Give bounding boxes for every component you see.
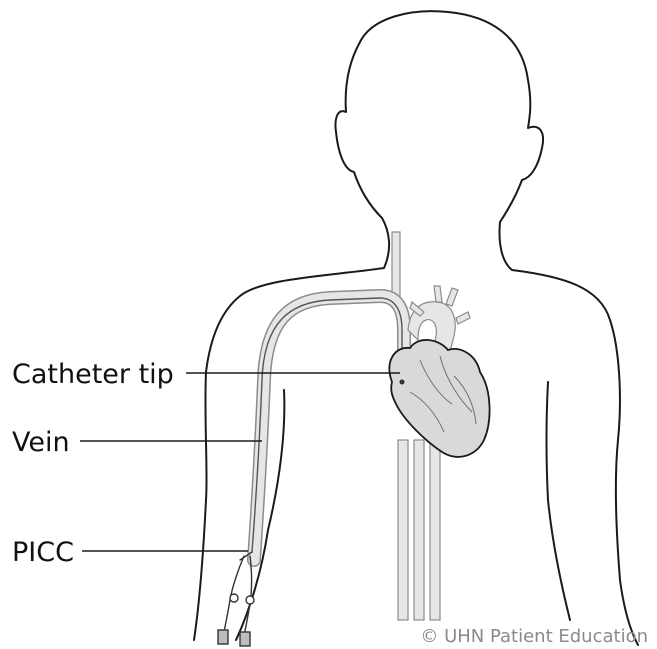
vein-label: Vein [12,427,70,458]
catheter-tip-marker [400,380,405,385]
jugular-vein [392,232,400,300]
heart-illustration [389,340,489,457]
catheter-tip-label: Catheter tip [12,359,174,390]
picc-label: PICC [12,537,74,568]
leader-lines [80,373,400,551]
vein-path [252,296,404,560]
copyright-credit: © UHN Patient Education [420,626,648,647]
picc-hub [218,552,254,646]
